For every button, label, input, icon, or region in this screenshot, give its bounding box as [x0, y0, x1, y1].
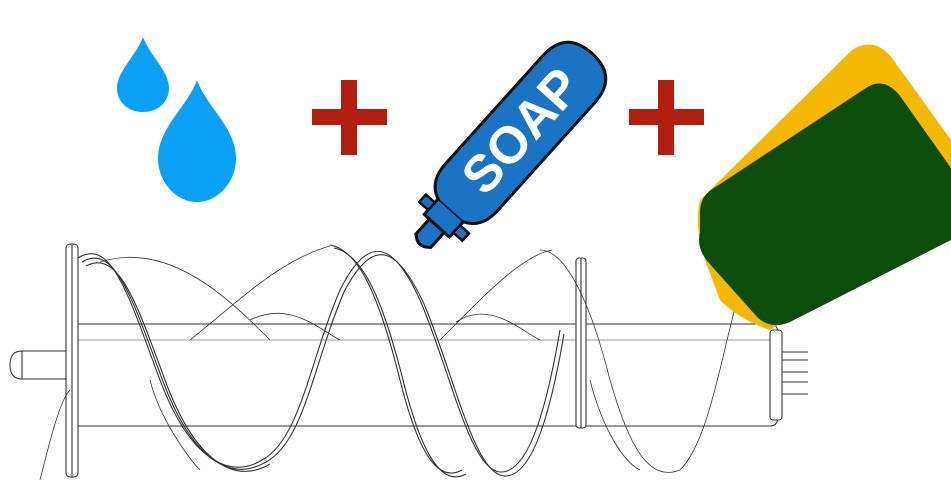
sponge-abrasive-layer	[699, 83, 951, 326]
soap-bottle-icon: SOAP	[414, 40, 608, 249]
water-drop-small	[117, 37, 169, 112]
auger-flight-front	[77, 244, 565, 478]
soap-bottle-tab-left	[417, 192, 437, 212]
auger-right-cap	[769, 329, 783, 421]
water-drop-large	[158, 80, 236, 202]
soap-bottle-cap	[414, 216, 447, 249]
water-drops-icon	[117, 37, 236, 202]
sponge-icon	[697, 44, 951, 331]
auger-right-pins	[782, 351, 808, 395]
soap-bottle-tab-right	[451, 223, 471, 243]
auger-flight-back	[39, 245, 773, 481]
plus-icon	[629, 80, 704, 155]
soap-bottle-body	[433, 40, 608, 225]
auger-left-stub	[9, 350, 66, 380]
auger-screw-icon	[9, 243, 808, 481]
auger-shaft	[78, 323, 779, 427]
plus-icon	[312, 80, 387, 155]
